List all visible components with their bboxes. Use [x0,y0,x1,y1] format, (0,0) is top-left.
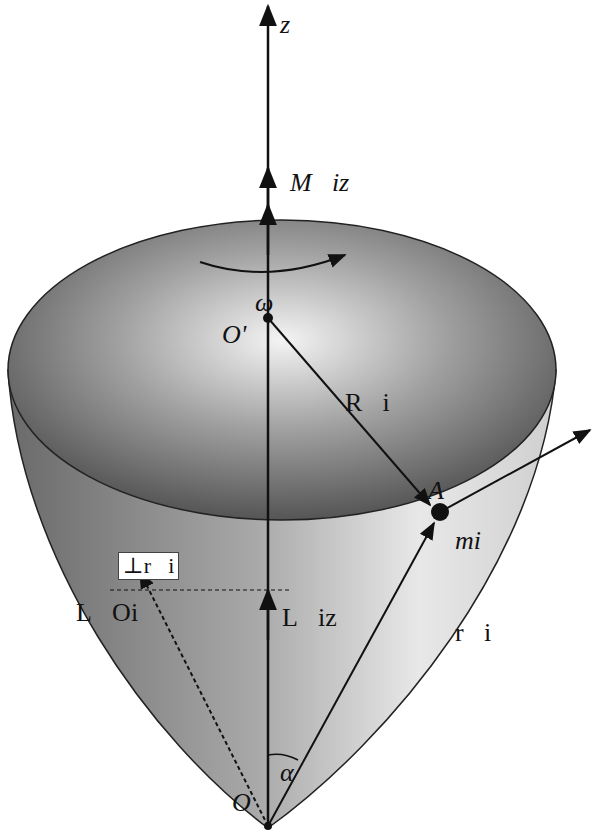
omega-label: ω⃗ [255,290,294,316]
angle-label: α [280,760,294,786]
box-text: ⊥r⃗i [123,554,174,578]
label-box: ⊥r⃗i [118,552,179,580]
momentum-label: L⃗Oi [76,600,138,626]
moment-label: M⃗iz [290,170,349,196]
bowl-rim [8,220,556,520]
center-label: O' [222,322,246,348]
mass-label: mi [455,528,481,554]
radius-label: R⃗i [345,390,390,416]
momentum-label: L⃗iz [282,605,337,631]
radius-vector-label: r⃗i [455,620,491,646]
point-label: A [428,478,444,504]
axis-label: z [280,12,290,38]
origin-label: O [232,790,251,816]
